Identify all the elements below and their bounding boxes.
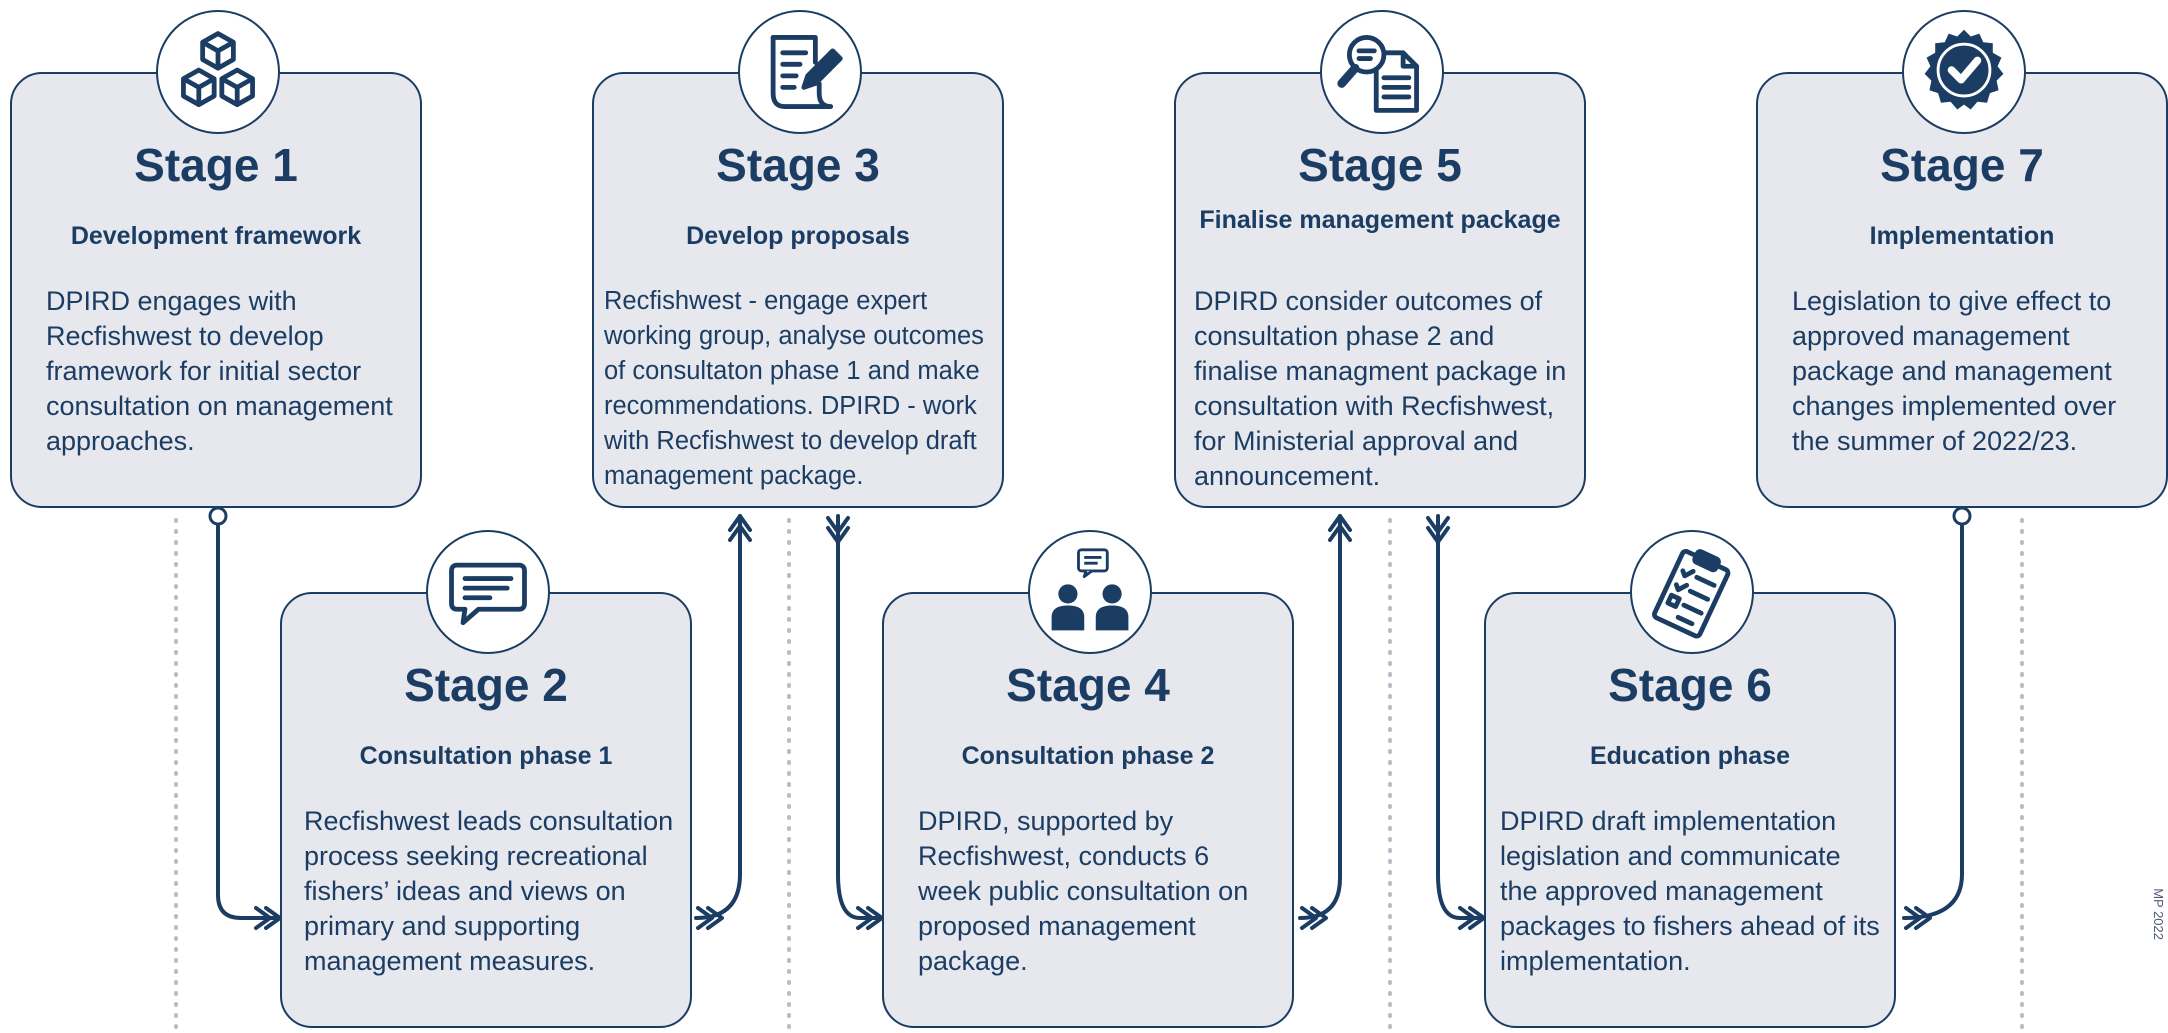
stage-3-card: Stage 3 Develop proposals Recfishwest - …: [592, 10, 1004, 508]
stage-description: Legislation to give effect to approved m…: [1792, 286, 2117, 456]
stage-1-card: Stage 1 Development framework DPIRD enga…: [10, 10, 422, 508]
stage-description: Recfishwest leads consultation process s…: [304, 806, 674, 976]
stage-subtitle: Education phase: [1589, 742, 1791, 770]
stage-description: DPIRD, supported by Recfishwest, conduct…: [918, 806, 1249, 976]
magnifier-document-icon: [1320, 10, 1444, 134]
document-pen-icon: [738, 10, 862, 134]
stage-description: Recfishwest - engage expert working grou…: [604, 287, 984, 490]
badge-check-icon: [1902, 10, 2026, 134]
stage-title: Stage 2: [404, 659, 568, 711]
stage-subtitle: Finalise management package: [1199, 206, 1561, 234]
people-chat-icon: [1028, 530, 1152, 654]
stage-description: DPIRD consider outcomes of consultation …: [1194, 286, 1567, 491]
stage-7-card: Stage 7 Implementation Legislation to gi…: [1756, 10, 2168, 508]
stage-5-card: Stage 5 Finalise management package DPIR…: [1174, 10, 1586, 508]
stage-6-card: Stage 6 Education phase DPIRD draft impl…: [1484, 530, 1896, 1028]
stage-subtitle: Consultation phase 1: [359, 742, 613, 770]
stage-subtitle: Implementation: [1869, 222, 2055, 250]
stage-subtitle: Develop proposals: [686, 222, 910, 250]
clipboard-checklist-icon: [1630, 530, 1754, 654]
stage-title: Stage 6: [1608, 659, 1772, 711]
stage-title: Stage 7: [1880, 139, 2044, 191]
stage-title: Stage 5: [1298, 139, 1462, 191]
stage-4-card: Stage 4 Consultation phase 2 DPIRD, supp…: [882, 530, 1294, 1028]
chat-bubble-icon: [426, 530, 550, 654]
stage-title: Stage 1: [134, 139, 298, 191]
stage-description: DPIRD draft implementation legislation a…: [1500, 806, 1880, 976]
stage-subtitle: Consultation phase 2: [961, 742, 1215, 770]
stage-subtitle: Development framework: [70, 222, 362, 250]
stage-2-card: Stage 2 Consultation phase 1 Recfishwest…: [280, 530, 692, 1028]
stage-description: DPIRD engages with Recfishwest to develo…: [46, 286, 393, 456]
stage-title: Stage 3: [716, 139, 880, 191]
cubes-icon: [156, 10, 280, 134]
watermark: MP 2022: [2151, 888, 2166, 940]
stage-title: Stage 4: [1006, 659, 1170, 711]
